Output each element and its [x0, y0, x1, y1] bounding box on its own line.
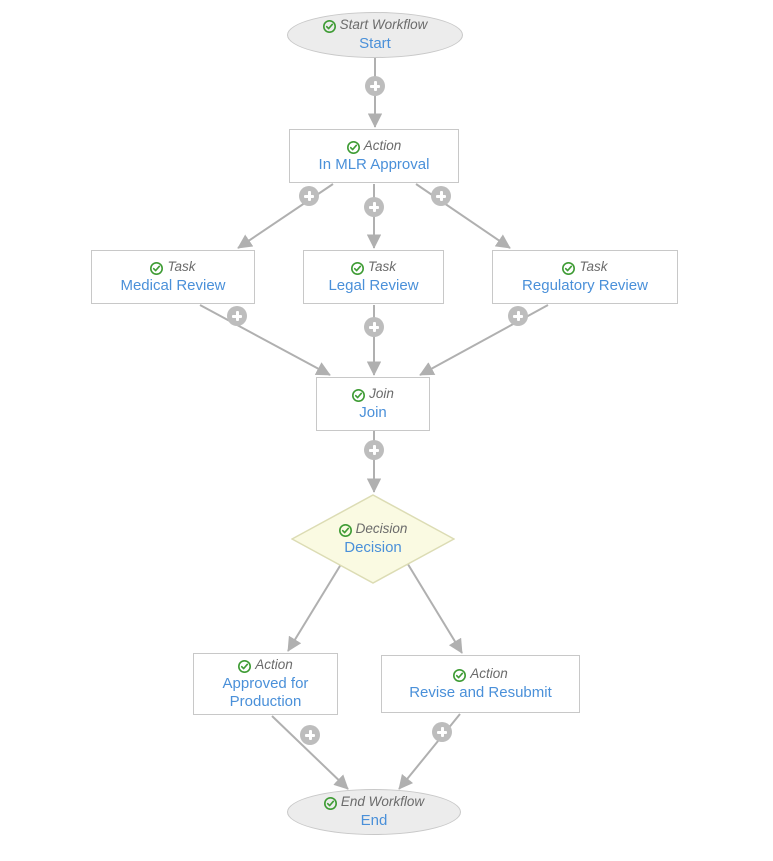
node-legal-review-type: Task — [350, 259, 396, 275]
add-step-handle-join-to-decision[interactable] — [364, 440, 384, 460]
node-revise-and-resubmit[interactable]: Action Revise and Resubmit — [381, 655, 580, 713]
node-start[interactable]: Start Workflow Start — [287, 12, 463, 58]
node-join-type: Join — [352, 386, 394, 402]
add-step-handle-mlr-to-regulatory[interactable] — [431, 186, 451, 206]
node-start-type: Start Workflow — [322, 17, 428, 33]
check-circle-icon — [453, 668, 467, 682]
add-step-handle-mlr-to-medical[interactable] — [299, 186, 319, 206]
edge-mlr-to-regulatory — [415, 183, 511, 249]
node-in-mlr-approval-label: In MLR Approval — [318, 156, 430, 174]
edge-revise-to-end — [398, 713, 461, 790]
node-decision-type-label: Decision — [355, 521, 408, 537]
node-legal-review-label: Legal Review — [328, 277, 419, 295]
node-regulatory-review[interactable]: Task Regulatory Review — [492, 250, 678, 304]
node-in-mlr-approval[interactable]: Action In MLR Approval — [289, 129, 459, 183]
node-join-label: Join — [359, 404, 387, 422]
check-circle-icon — [346, 140, 360, 154]
node-revise-and-resubmit-type-label: Action — [470, 666, 508, 682]
node-approved-for-production-type: Action — [238, 657, 293, 673]
node-legal-review[interactable]: Task Legal Review — [303, 250, 444, 304]
node-medical-review-type-label: Task — [167, 259, 196, 275]
check-circle-icon — [238, 659, 252, 673]
add-step-handle-start-to-mlr[interactable] — [365, 76, 385, 96]
node-end[interactable]: End Workflow End — [287, 789, 461, 835]
node-legal-review-type-label: Task — [367, 259, 396, 275]
node-join-type-label: Join — [369, 386, 394, 402]
check-circle-icon — [150, 261, 164, 275]
node-join[interactable]: Join Join — [316, 377, 430, 431]
node-decision[interactable]: Decision Decision — [291, 494, 455, 584]
node-end-label: End — [360, 812, 388, 830]
node-approved-for-production-type-label: Action — [255, 657, 293, 673]
node-end-type: End Workflow — [323, 794, 425, 810]
add-step-handle-legal-to-join[interactable] — [364, 317, 384, 337]
add-step-handle-regulatory-to-join[interactable] — [508, 306, 528, 326]
node-medical-review[interactable]: Task Medical Review — [91, 250, 255, 304]
node-regulatory-review-type-label: Task — [579, 259, 608, 275]
node-in-mlr-approval-type-label: Action — [363, 138, 402, 154]
check-circle-icon — [322, 19, 336, 33]
check-circle-icon — [323, 796, 337, 810]
add-step-handle-mlr-to-legal[interactable] — [364, 197, 384, 217]
node-approved-for-production-label: Approved for Production — [222, 675, 309, 710]
node-start-label: Start — [359, 35, 391, 53]
check-circle-icon — [338, 523, 352, 537]
node-regulatory-review-label: Regulatory Review — [522, 277, 648, 295]
node-revise-and-resubmit-label: Revise and Resubmit — [409, 684, 552, 702]
node-end-type-label: End Workflow — [340, 794, 425, 810]
add-step-handle-revise-to-end[interactable] — [432, 722, 452, 742]
decision-diamond-shape — [291, 494, 455, 584]
node-decision-type: Decision — [338, 521, 408, 537]
edge-regulatory-to-join — [419, 304, 549, 376]
node-decision-label: Decision — [344, 539, 402, 557]
node-medical-review-label: Medical Review — [120, 277, 226, 295]
check-circle-icon — [352, 388, 366, 402]
node-revise-and-resubmit-type: Action — [453, 666, 508, 682]
node-regulatory-review-type: Task — [562, 259, 608, 275]
add-step-handle-medical-to-join[interactable] — [227, 306, 247, 326]
node-start-type-label: Start Workflow — [339, 17, 428, 33]
edge-medical-to-join — [199, 304, 331, 376]
node-medical-review-type: Task — [150, 259, 196, 275]
node-in-mlr-approval-type: Action — [346, 138, 402, 154]
check-circle-icon — [562, 261, 576, 275]
add-step-handle-approved-to-end[interactable] — [300, 725, 320, 745]
node-approved-for-production[interactable]: Action Approved for Production — [193, 653, 338, 715]
check-circle-icon — [350, 261, 364, 275]
